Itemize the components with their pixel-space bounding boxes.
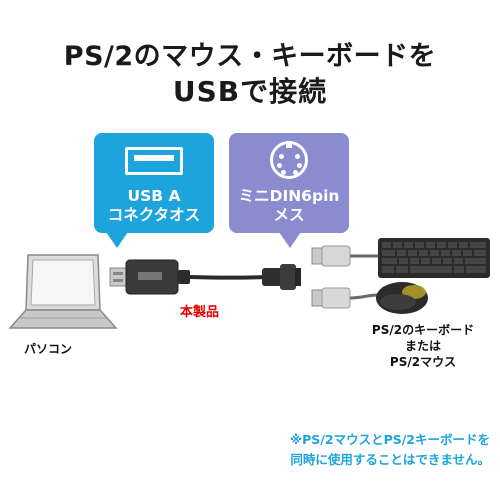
mini-din-plug-icon [262,264,301,290]
or-label: または [404,339,441,353]
mouse-icon [376,282,428,314]
mini-din-callout: ミニDIN6pin メス [229,133,349,248]
pc-label: パソコン [24,342,73,356]
usb-a-callout: USB A コネクタオス [94,133,214,248]
headline-line-1: PS/2のマウス・キーボードを [63,41,437,72]
usb-a-sublabel: コネクタオス [107,206,201,224]
product-label: 本製品 [180,305,220,320]
mini-din-label: ミニDIN6pin [238,187,340,205]
usb-a-callout-tail [106,232,128,248]
usb-a-label: USB A [127,187,181,205]
keyboard-ps2-plug-icon [311,245,380,267]
mini-din-icon [270,141,308,179]
mini-din-callout-tail [279,232,301,248]
mouse-ps2-plug-icon [311,287,379,309]
keyboard-icon [378,238,490,278]
note-line-1: ※PS/2マウスとPS/2キーボードを [289,432,490,447]
mini-din-callout-text: ミニDIN6pin メス [229,187,349,225]
usb-plug-icon [109,259,190,295]
usb-port-icon [125,147,183,175]
laptop-icon [8,254,118,329]
ps2-keyboard-label: PS/2のキーボード [371,323,475,337]
headline-line-2: USBで接続 [172,75,328,108]
note-line-2: 同時に使用することはできません。 [290,452,490,467]
ps2-devices-label: PS/2のキーボード または PS/2マウス [356,322,490,370]
mini-din-sublabel: メス [273,206,305,224]
usb-a-callout-text: USB A コネクタオス [94,187,214,225]
product-cable [189,275,266,280]
ps2-mouse-label: PS/2マウス [389,355,457,369]
